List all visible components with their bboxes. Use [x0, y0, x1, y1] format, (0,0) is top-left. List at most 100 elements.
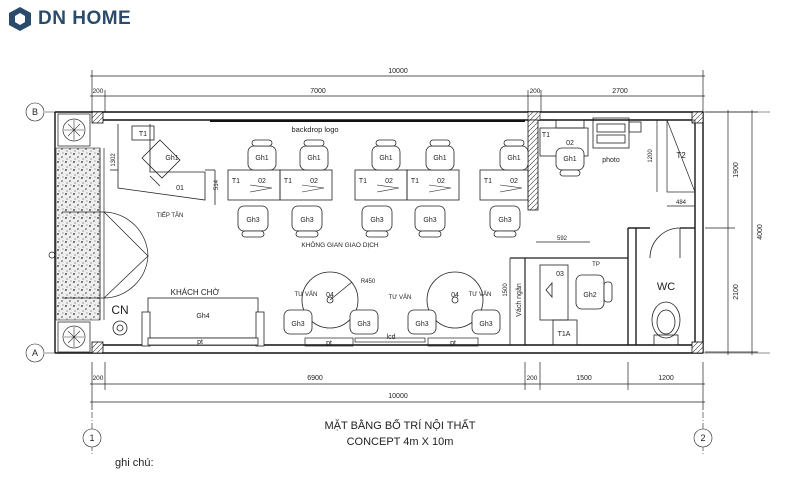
dim-top-1: 200 [93, 88, 104, 95]
label-lcd: lcd [387, 334, 396, 341]
chair-gh1-5: Gh1 [507, 155, 520, 162]
caption-subtitle: CONCEPT 4m X 10m [346, 436, 454, 448]
consult-tables [301, 271, 484, 329]
column-top-middle [527, 111, 541, 121]
label-khach-cho: KHÁCH CHỜ [171, 288, 220, 297]
desk-t1-1: T1 [232, 178, 240, 185]
dim-total-top: 10000 [388, 68, 408, 75]
chair-gh3-2: Gh3 [300, 217, 313, 224]
dim-top-3: 200 [530, 88, 541, 95]
label-vach-ngan: Vách ngăn [516, 283, 523, 317]
partition-column [527, 119, 539, 211]
monitors [249, 184, 523, 193]
chair-gh1-2: Gh1 [307, 155, 320, 162]
chair-gh3-3: Gh3 [370, 217, 383, 224]
chair-gh3-1: Gh3 [246, 217, 259, 224]
label-tu-van-2: TƯ VẤN [389, 294, 412, 301]
photo-gh1: Gh1 [563, 156, 576, 163]
office-gh2: Gh2 [583, 292, 596, 299]
chair-gh1-4: Gh1 [433, 155, 446, 162]
consult-gh3-2: Gh3 [357, 321, 370, 328]
label-tp: TP [592, 262, 600, 268]
column-top-left [91, 111, 104, 124]
fixture-pt-2: pt [450, 340, 456, 347]
dim-bottom-3: 200 [527, 375, 538, 382]
label-tu-van-3: TƯ VẤN [469, 291, 492, 298]
axis-label-2: 2 [700, 433, 705, 443]
customer-chairs [237, 205, 521, 238]
chair-gh1-1: Gh1 [255, 155, 268, 162]
chair-gh3-5: Gh3 [498, 217, 511, 224]
sofa-pt: pt [197, 339, 203, 346]
desk-02-4: 02 [437, 178, 445, 185]
dim-right-3: 4000 [757, 224, 764, 240]
dim-514: 514 [214, 179, 220, 190]
dim-484: 484 [676, 200, 687, 206]
desk-t1-5: T1 [484, 178, 492, 185]
consult-gh3-3: Gh3 [415, 321, 428, 328]
reception-01: 01 [176, 185, 184, 192]
consult-04-1: 04 [326, 292, 334, 299]
hexagon-logo-icon [9, 7, 31, 31]
consult-gh3-1: Gh3 [291, 321, 304, 328]
consult-gh3-4: Gh3 [479, 321, 492, 328]
waiting-sofa [141, 297, 265, 347]
manager-office [509, 241, 628, 346]
dim-total-bottom: 10000 [388, 393, 408, 400]
label-photo: photo [602, 157, 620, 164]
desk-02-2: 02 [310, 178, 318, 185]
dimension-right [705, 110, 758, 355]
consult-04-2: 04 [451, 292, 459, 299]
staff-chairs [247, 139, 529, 171]
bottom-fixtures [304, 337, 479, 347]
dimension-bottom [90, 362, 705, 410]
axis-label-b: B [32, 107, 38, 117]
note-label: ghi chú: [115, 457, 154, 469]
exterior-walls [54, 111, 704, 354]
wc-room [627, 227, 695, 346]
desk-t1-2: T1 [284, 178, 292, 185]
dim-bottom-2: 6900 [307, 375, 323, 382]
column-bottom-right [691, 341, 704, 354]
chair-gh1-3: Gh1 [379, 155, 392, 162]
dim-left-inner: 1302 [111, 153, 117, 167]
chair-gh3-4: Gh3 [423, 217, 436, 224]
label-tiep-tan: TIẾP TÂN [157, 212, 184, 219]
stone-facade [55, 147, 101, 321]
photo-area [539, 117, 642, 177]
fixture-pt-1: pt [326, 340, 332, 347]
desk-t1-3: T1 [359, 178, 367, 185]
cn-circle [112, 320, 128, 336]
reception-desk [110, 124, 216, 205]
desk-02-1: 02 [258, 178, 266, 185]
dim-bottom-1: 200 [93, 375, 104, 382]
label-cn: CN [111, 303, 128, 317]
desk-02-5: 02 [510, 178, 518, 185]
dim-right-1: 1900 [733, 162, 740, 178]
brand-name: DN HOME [38, 8, 132, 29]
dim-1200: 1200 [648, 149, 654, 163]
axis-label-a: A [32, 348, 38, 358]
desk-t1-4: T1 [411, 178, 419, 185]
brand-logo: DN HOME [8, 6, 131, 32]
dim-right-2: 2100 [733, 284, 740, 300]
dim-bottom-4: 1500 [576, 375, 592, 382]
cabinet-t2-label: T2 [676, 151, 686, 160]
column-top-right [691, 111, 704, 124]
dim-top-4: 2700 [612, 88, 628, 95]
desk-02-3: 02 [385, 178, 393, 185]
label-backdrop: backdrop logo [291, 125, 338, 134]
label-wc: WC [657, 281, 675, 293]
caption-title: MẶT BẰNG BỐ TRÍ NỘI THẤT [324, 420, 476, 432]
dimension-top [90, 70, 705, 112]
reception-gh1: Gh1 [165, 155, 178, 162]
reception-t1: T1 [139, 131, 147, 138]
photo-t1: T1 [542, 132, 550, 139]
cabinet-t2 [656, 119, 696, 207]
column-bottom-left [91, 341, 104, 354]
office-t1a: T1A [558, 331, 571, 338]
dim-bottom-5: 1200 [658, 375, 674, 382]
dim-1500: 1500 [503, 283, 509, 297]
label-khong-gian: KHÔNG GIAN GIAO DỊCH [301, 240, 379, 249]
